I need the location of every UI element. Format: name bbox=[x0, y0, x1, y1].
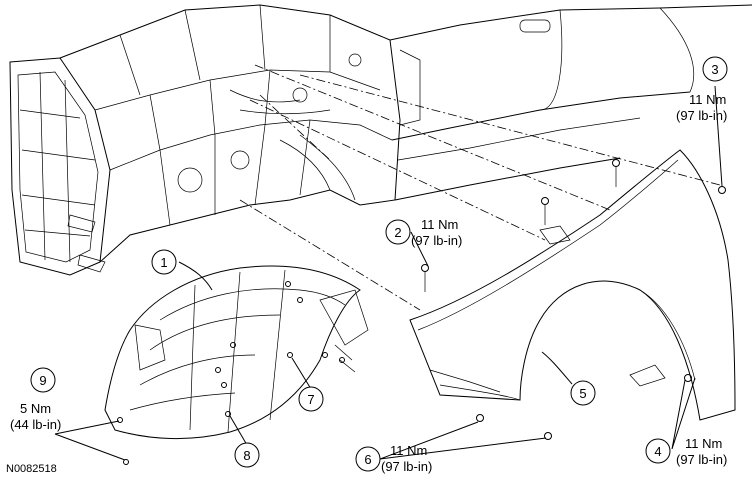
callout-number: 8 bbox=[243, 448, 250, 463]
callout-1: 1 bbox=[151, 249, 177, 275]
bolt-icon bbox=[476, 414, 484, 422]
torque-nm: 5 Nm bbox=[20, 401, 51, 416]
torque-lbin: (97 lb-in) bbox=[411, 233, 462, 248]
callout-6: 6 11 Nm (97 lb-in) bbox=[355, 443, 432, 474]
torque-lbin: (97 lb-in) bbox=[381, 459, 432, 474]
callout-number: 7 bbox=[307, 392, 314, 407]
callout-3: 3 11 Nm (97 lb-in) bbox=[676, 56, 728, 123]
callout-number: 9 bbox=[39, 373, 46, 388]
pin-icon bbox=[297, 297, 303, 303]
callout-number: 1 bbox=[160, 255, 167, 270]
vehicle-body-structure bbox=[9, 4, 752, 276]
fender-splash-shield bbox=[104, 265, 369, 440]
torque-nm: 11 Nm bbox=[421, 217, 458, 232]
bolt-icon bbox=[612, 159, 620, 187]
callout-number: 6 bbox=[364, 452, 371, 467]
bolt-icon bbox=[544, 432, 552, 440]
bolt-icon bbox=[684, 374, 692, 382]
figure-id: N0082518 bbox=[6, 463, 57, 475]
pin-icon bbox=[285, 281, 291, 287]
callout-9: 9 5 Nm (44 lb-in) bbox=[10, 367, 61, 432]
front-fender bbox=[409, 149, 736, 421]
torque-lbin: (44 lb-in) bbox=[10, 417, 61, 432]
pin-icon bbox=[215, 367, 221, 373]
callout-4: 4 11 Nm (97 lb-in) bbox=[645, 436, 727, 467]
callout-number: 2 bbox=[394, 225, 401, 240]
callout-5: 5 bbox=[570, 380, 596, 406]
pin-icon bbox=[225, 411, 231, 417]
callout-number: 3 bbox=[711, 62, 718, 77]
bolt-icon bbox=[541, 197, 549, 225]
bolt-icon bbox=[421, 264, 429, 292]
fasteners bbox=[117, 159, 726, 465]
pin-icon bbox=[221, 382, 227, 388]
alignment-lines bbox=[239, 64, 721, 311]
callout-2: 2 11 Nm (97 lb-in) bbox=[385, 217, 462, 248]
leader-lines bbox=[54, 85, 723, 461]
pin-icon bbox=[339, 357, 345, 363]
bolt-icon bbox=[718, 186, 726, 194]
torque-lbin: (97 lb-in) bbox=[676, 452, 727, 467]
callout-7: 7 bbox=[298, 386, 324, 412]
callout-number: 4 bbox=[654, 444, 661, 459]
pin-icon bbox=[117, 417, 123, 423]
pin-icon bbox=[322, 352, 328, 358]
torque-lbin: (97 lb-in) bbox=[676, 108, 727, 123]
pin-icon bbox=[287, 352, 293, 358]
pin-icon bbox=[230, 342, 236, 348]
callout-number: 5 bbox=[579, 386, 586, 401]
torque-nm: 11 Nm bbox=[390, 443, 427, 458]
pin-icon bbox=[123, 459, 129, 465]
torque-nm: 11 Nm bbox=[685, 436, 722, 451]
torque-nm: 11 Nm bbox=[689, 92, 726, 107]
callout-8: 8 bbox=[234, 442, 260, 468]
